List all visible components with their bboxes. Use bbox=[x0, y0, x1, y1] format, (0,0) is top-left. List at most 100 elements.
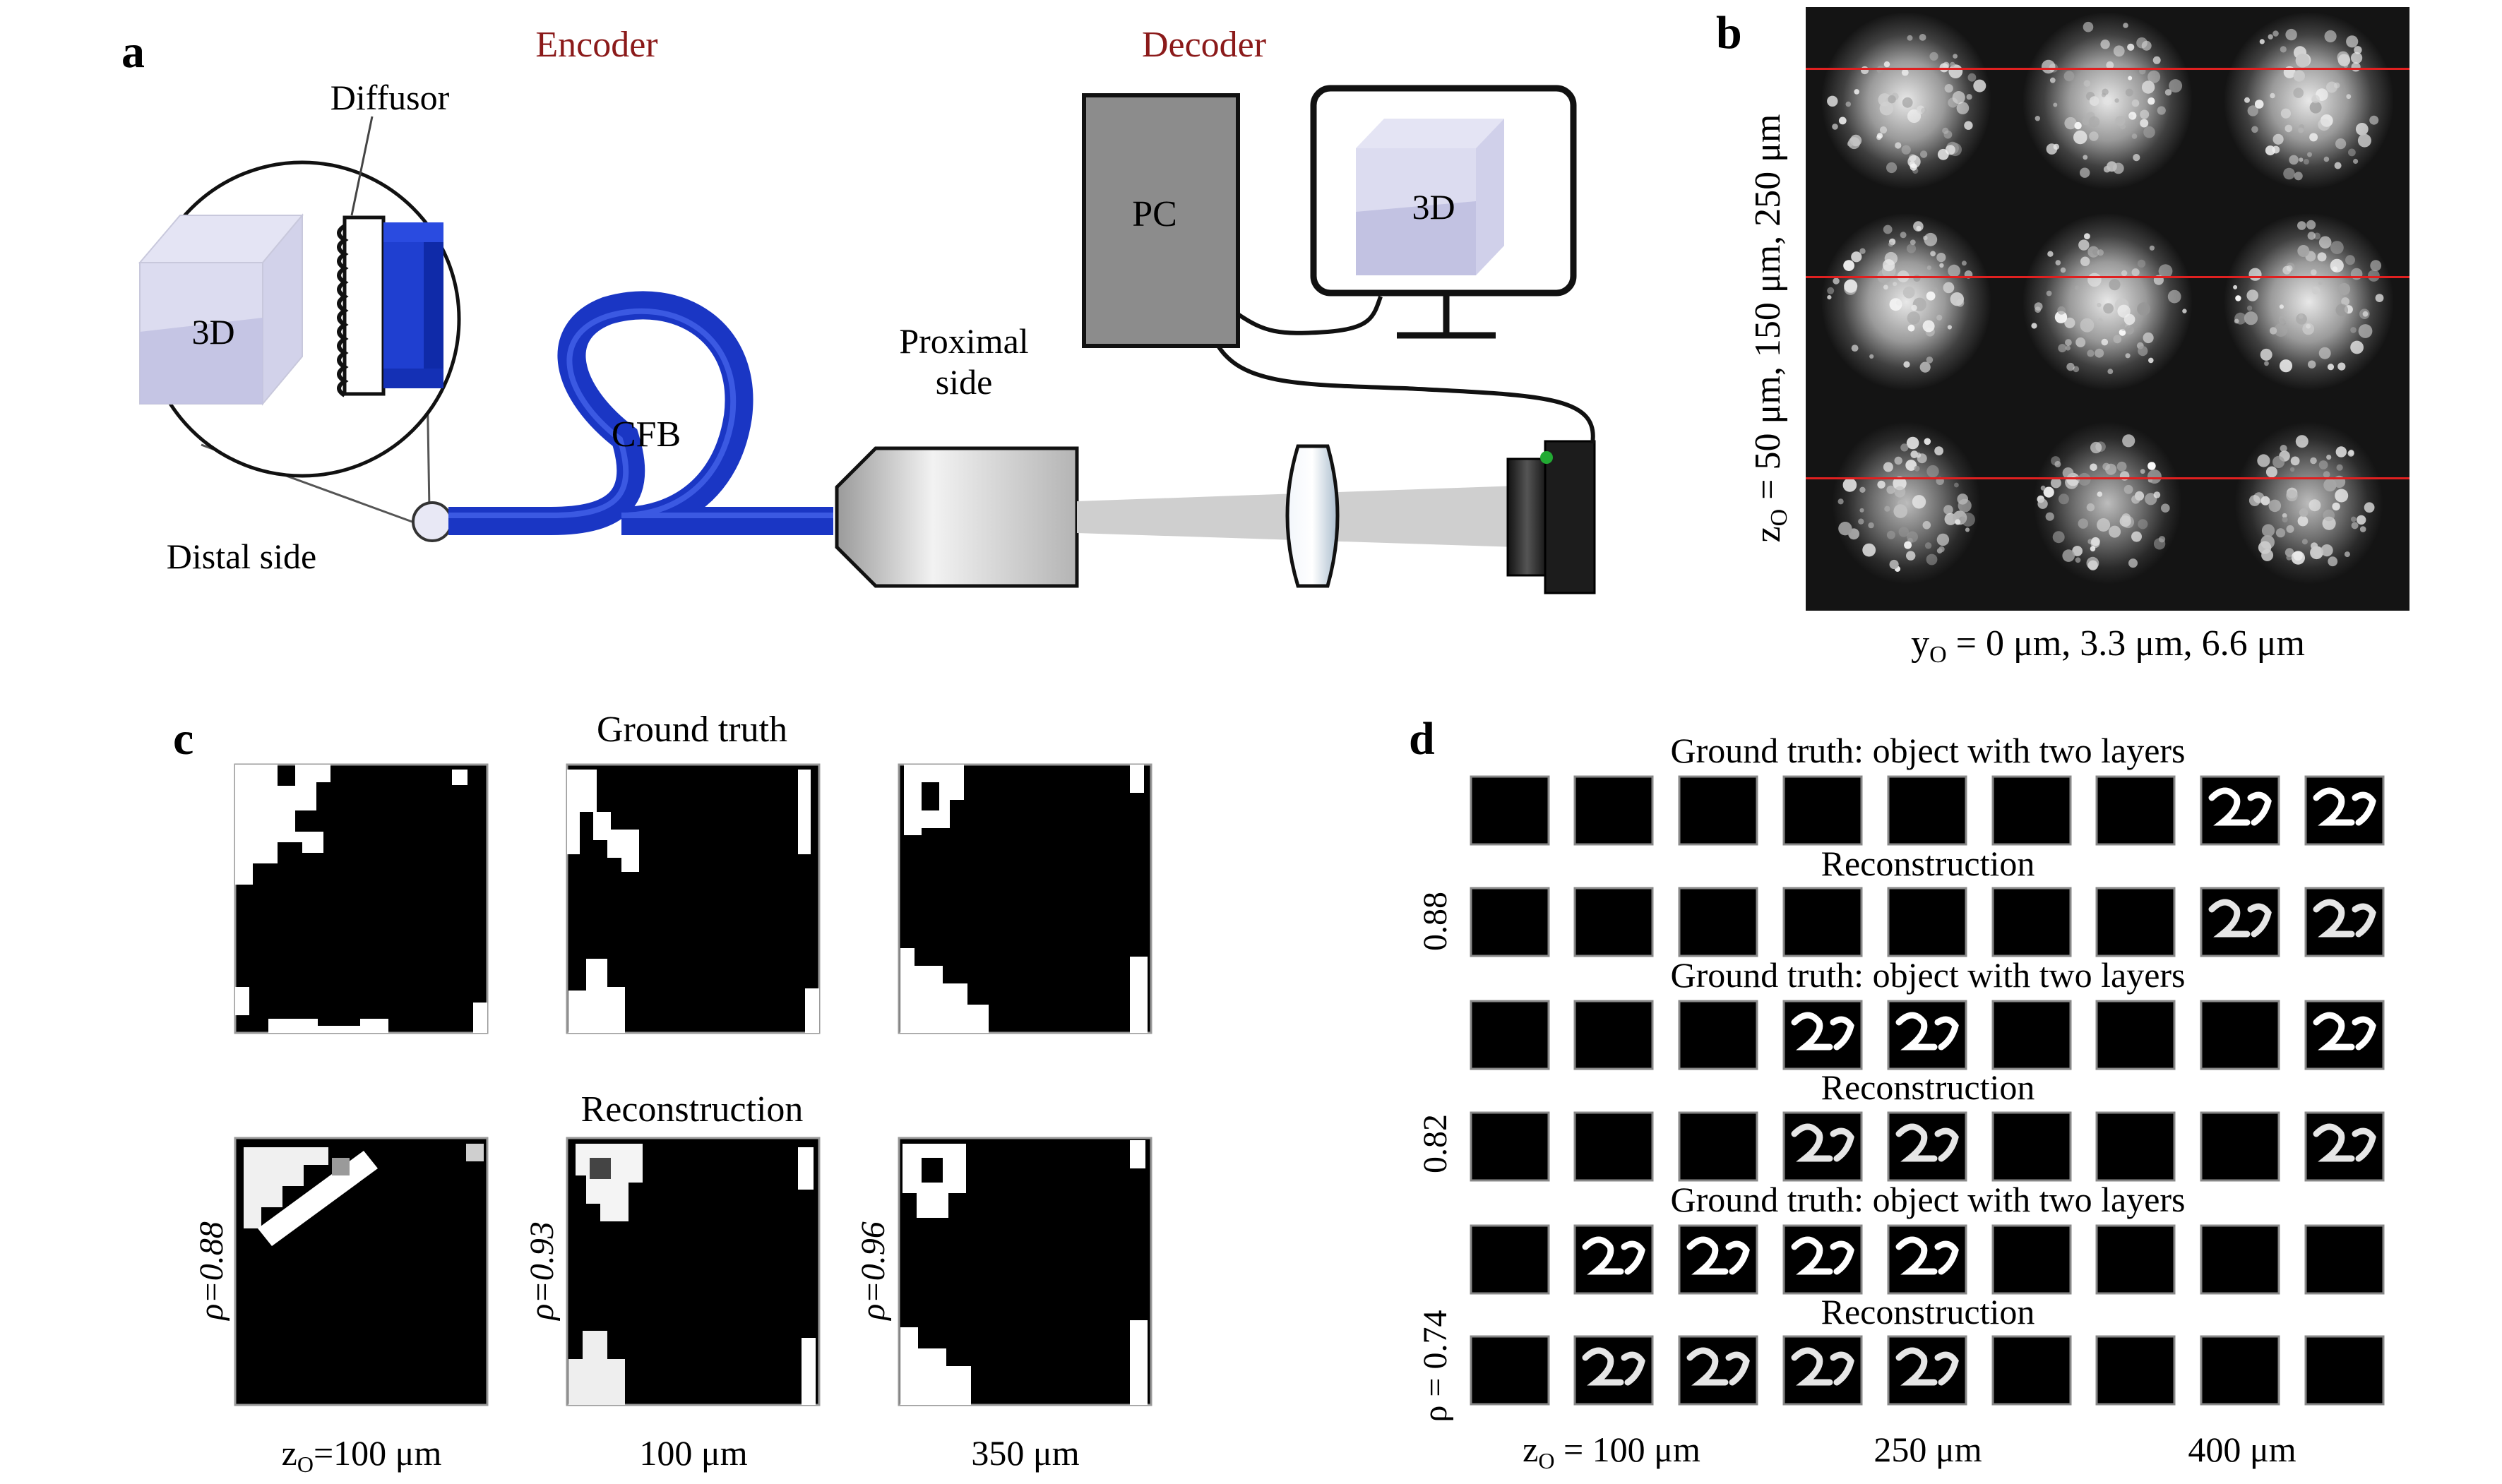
speckle-dot bbox=[2153, 491, 2161, 498]
speckle-dot bbox=[2133, 154, 2140, 162]
speckle-dot bbox=[2049, 77, 2056, 83]
speckle-dot bbox=[2318, 460, 2328, 469]
speckle-dot bbox=[1926, 357, 1934, 364]
speckle-dot bbox=[2354, 46, 2362, 54]
speckle-dot bbox=[2346, 35, 2359, 48]
panel-b-ylabel-rest: = 50 μm, 150 μm, 250 μm bbox=[1748, 114, 1788, 509]
speckle-dot bbox=[2311, 286, 2321, 295]
speckle-dot bbox=[2088, 116, 2100, 128]
speckle-dot bbox=[2260, 348, 2272, 361]
speckle-dot bbox=[2279, 304, 2284, 309]
speckle-dot bbox=[2297, 221, 2306, 230]
speckle-dot bbox=[2080, 318, 2095, 333]
layer-tile bbox=[2200, 1000, 2280, 1070]
speckle-dot bbox=[2259, 39, 2265, 44]
speckle-dot bbox=[2307, 152, 2312, 157]
digit-stroke bbox=[2313, 899, 2376, 938]
speckle-dot bbox=[2272, 455, 2285, 469]
speckle-dot bbox=[2143, 126, 2155, 138]
speckle-dot bbox=[1945, 145, 1955, 155]
digit-stroke bbox=[1686, 1347, 1750, 1386]
speckle-dot bbox=[1910, 450, 1919, 458]
diffusor-icon bbox=[337, 215, 386, 397]
speckle-dot bbox=[2097, 302, 2102, 308]
digit-stroke bbox=[1686, 1236, 1750, 1275]
speckle-dot bbox=[1842, 478, 1857, 492]
speckle-dot bbox=[2275, 528, 2286, 538]
layer-tile bbox=[2095, 1335, 2176, 1406]
speckle-dot bbox=[1907, 311, 1920, 325]
speckle-dot bbox=[1883, 259, 1895, 272]
digit-stroke bbox=[2313, 1123, 2376, 1162]
speckle-dot bbox=[2128, 558, 2138, 568]
speckle-dot bbox=[2357, 515, 2366, 525]
speckle-dot bbox=[2286, 525, 2294, 533]
speckle-dot bbox=[1889, 559, 1899, 570]
speckle-dot bbox=[2064, 116, 2077, 130]
speckle-dot bbox=[2326, 81, 2337, 93]
speckle-dot bbox=[2073, 130, 2087, 145]
speckle-dot bbox=[2311, 269, 2317, 276]
speckle-dot bbox=[2313, 232, 2321, 240]
digit-stroke bbox=[2208, 787, 2272, 826]
speckle-dot bbox=[1910, 239, 1916, 246]
speckle-dot bbox=[1924, 542, 1932, 549]
speckle-dot bbox=[2269, 327, 2277, 335]
speckle-dot bbox=[1833, 277, 1840, 285]
gt-tile-2 bbox=[566, 763, 821, 1034]
speckle-dot bbox=[2311, 542, 2318, 550]
speckle-dot bbox=[2296, 313, 2307, 325]
rec-tile-3 bbox=[898, 1137, 1152, 1406]
speckle-dot bbox=[2324, 30, 2337, 43]
digit-stroke bbox=[1791, 1012, 1854, 1051]
speckle-dot bbox=[1861, 66, 1869, 75]
panel-b-letter: b bbox=[1716, 7, 1742, 59]
speckle-dot bbox=[2138, 346, 2148, 357]
layer-tile bbox=[1470, 1111, 1550, 1182]
panel-d-rho-2: 0.82 bbox=[1417, 1114, 1454, 1173]
speckle-dot bbox=[1943, 282, 1955, 294]
speckle-dot bbox=[2140, 469, 2145, 474]
speckle-dot bbox=[2097, 249, 2104, 256]
speckle-dot bbox=[2318, 118, 2330, 131]
speckle-dot bbox=[2284, 124, 2293, 133]
speckle-dot bbox=[2359, 526, 2366, 532]
speckle-dot bbox=[2109, 279, 2121, 291]
speckle-dot bbox=[2323, 509, 2335, 522]
speckle-dot bbox=[2261, 524, 2275, 537]
layer-tile bbox=[1678, 1000, 1758, 1070]
speckle-dot bbox=[2350, 327, 2357, 333]
speckle-dot bbox=[2297, 515, 2309, 527]
speckle-dot bbox=[2355, 123, 2369, 136]
panel-b-xlabel-y: y bbox=[1911, 623, 1929, 664]
layer-tile bbox=[1991, 887, 2072, 957]
speckle-dot bbox=[2046, 290, 2052, 297]
speckle-dot bbox=[1942, 127, 1949, 134]
speckle-dot bbox=[2358, 324, 2373, 338]
speckle-dot bbox=[2103, 303, 2114, 314]
speckle-dot bbox=[2282, 517, 2288, 522]
speckle-dot bbox=[1859, 508, 1864, 513]
speckle-dot bbox=[1879, 101, 1894, 116]
speckle-dot bbox=[1862, 543, 1876, 557]
speckle-dot bbox=[2234, 318, 2239, 324]
layer-tile bbox=[1678, 775, 1758, 846]
speckle-dot bbox=[2323, 471, 2330, 478]
speckle-dot bbox=[2309, 133, 2318, 142]
speckle-dot bbox=[2233, 285, 2238, 289]
speckle-dot bbox=[2115, 116, 2126, 126]
speckle-dot bbox=[2157, 106, 2166, 115]
panel-d-xlabel-2: 250 μm bbox=[1873, 1430, 1982, 1469]
speckle-dot bbox=[2083, 155, 2088, 160]
speckle-dot bbox=[2103, 96, 2112, 106]
speckle-dot bbox=[2295, 53, 2310, 68]
speckle-dot bbox=[2286, 265, 2293, 272]
speckle-dot bbox=[2031, 323, 2037, 329]
speckle-dot bbox=[1957, 493, 1968, 505]
speckle-dot bbox=[2290, 456, 2300, 466]
speckle-dot bbox=[2335, 304, 2349, 317]
speckle-dot bbox=[1859, 486, 1866, 493]
speckle-dot bbox=[2101, 338, 2109, 346]
speckle-dot bbox=[1961, 261, 1967, 266]
speckle-dot bbox=[1934, 446, 1944, 455]
